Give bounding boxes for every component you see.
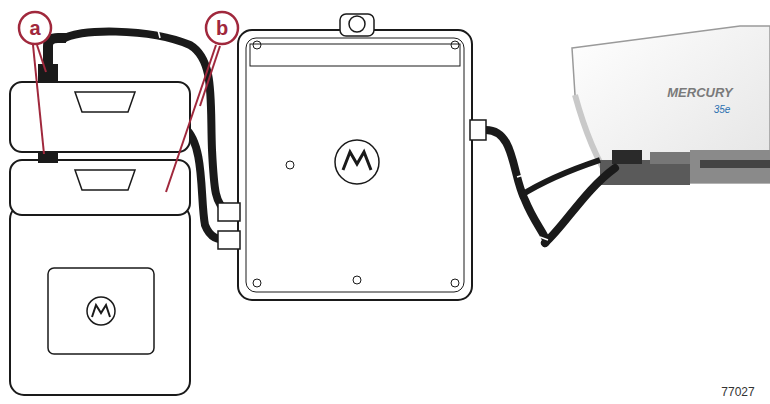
power-center-box (218, 14, 486, 300)
battery (10, 120, 190, 395)
callout-leaders (33, 45, 220, 192)
callout-circle (19, 12, 51, 44)
brand-logo: MERCURY (667, 86, 733, 99)
outboard-motor (572, 26, 770, 185)
callout-letter: a (29, 18, 40, 38)
callout-letter: b (216, 18, 228, 38)
callout-circle (206, 12, 238, 44)
battery (10, 38, 190, 152)
figure-number: 77027 (721, 386, 754, 398)
model-badge: 35e (714, 105, 731, 115)
